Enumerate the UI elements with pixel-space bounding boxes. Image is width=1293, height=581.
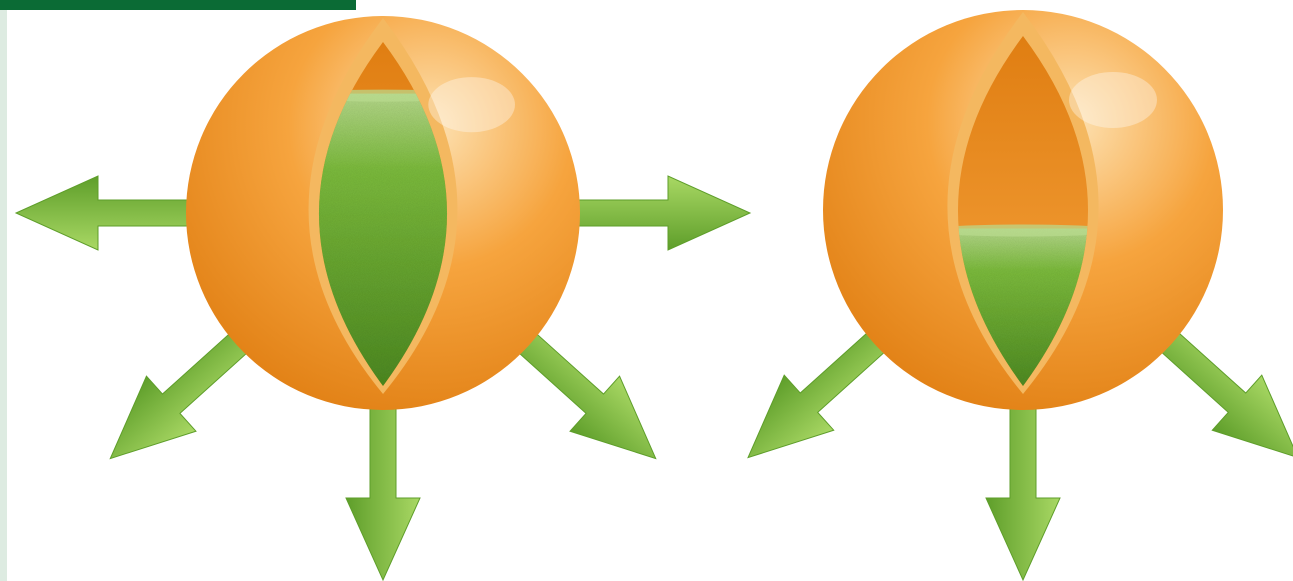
sphere-highlight bbox=[428, 77, 515, 132]
right-figure bbox=[723, 10, 1293, 580]
arrow-down bbox=[346, 388, 420, 580]
left-figure bbox=[16, 16, 750, 580]
sphere-highlight bbox=[1069, 72, 1157, 128]
arrow-left bbox=[16, 176, 208, 250]
arrow-down bbox=[986, 388, 1060, 580]
arrow-right bbox=[558, 176, 750, 250]
